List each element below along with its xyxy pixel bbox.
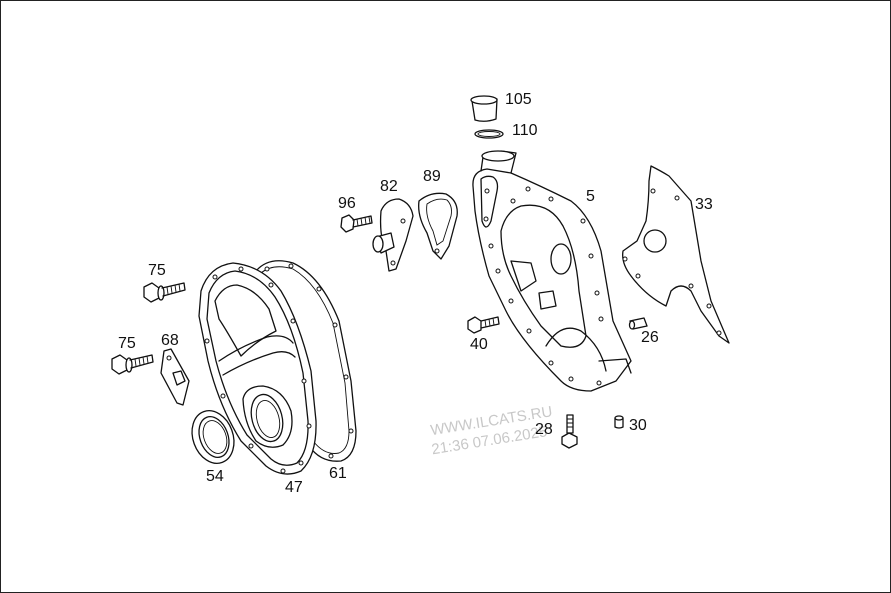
part-40-bolt[interactable] [467, 316, 500, 334]
label-82[interactable]: 82 [380, 178, 398, 195]
part-96-bolt[interactable] [340, 214, 373, 233]
part-75-bolt-upper[interactable] [143, 282, 186, 303]
label-28[interactable]: 28 [535, 421, 553, 438]
part-68-bracket[interactable] [160, 348, 190, 406]
label-30[interactable]: 30 [629, 417, 647, 434]
label-96[interactable]: 96 [338, 195, 356, 212]
label-75-upper[interactable]: 75 [148, 262, 166, 279]
part-47-front-cover[interactable] [198, 262, 317, 475]
part-82-plate[interactable] [372, 198, 414, 272]
label-61[interactable]: 61 [329, 465, 347, 482]
part-28-bolt[interactable] [561, 414, 578, 449]
part-26-pin[interactable] [628, 317, 648, 330]
part-5-timing-case[interactable] [472, 150, 632, 392]
part-33-gasket[interactable] [622, 165, 730, 344]
part-105-cap[interactable] [470, 95, 498, 122]
label-110[interactable]: 110 [512, 122, 538, 139]
label-105[interactable]: 105 [505, 91, 532, 108]
part-110-oring[interactable] [474, 129, 504, 139]
label-54[interactable]: 54 [206, 468, 224, 485]
label-47[interactable]: 47 [285, 479, 303, 496]
label-33[interactable]: 33 [695, 196, 713, 213]
part-54-seal[interactable] [185, 405, 241, 469]
label-26[interactable]: 26 [641, 329, 659, 346]
part-30-sleeve[interactable] [614, 415, 624, 429]
part-75-bolt-lower[interactable] [111, 354, 154, 375]
part-89-gasket[interactable] [418, 192, 458, 260]
label-5[interactable]: 5 [586, 188, 595, 205]
label-40[interactable]: 40 [470, 336, 488, 353]
label-75-lower[interactable]: 75 [118, 335, 136, 352]
label-68[interactable]: 68 [161, 332, 179, 349]
label-89[interactable]: 89 [423, 168, 441, 185]
